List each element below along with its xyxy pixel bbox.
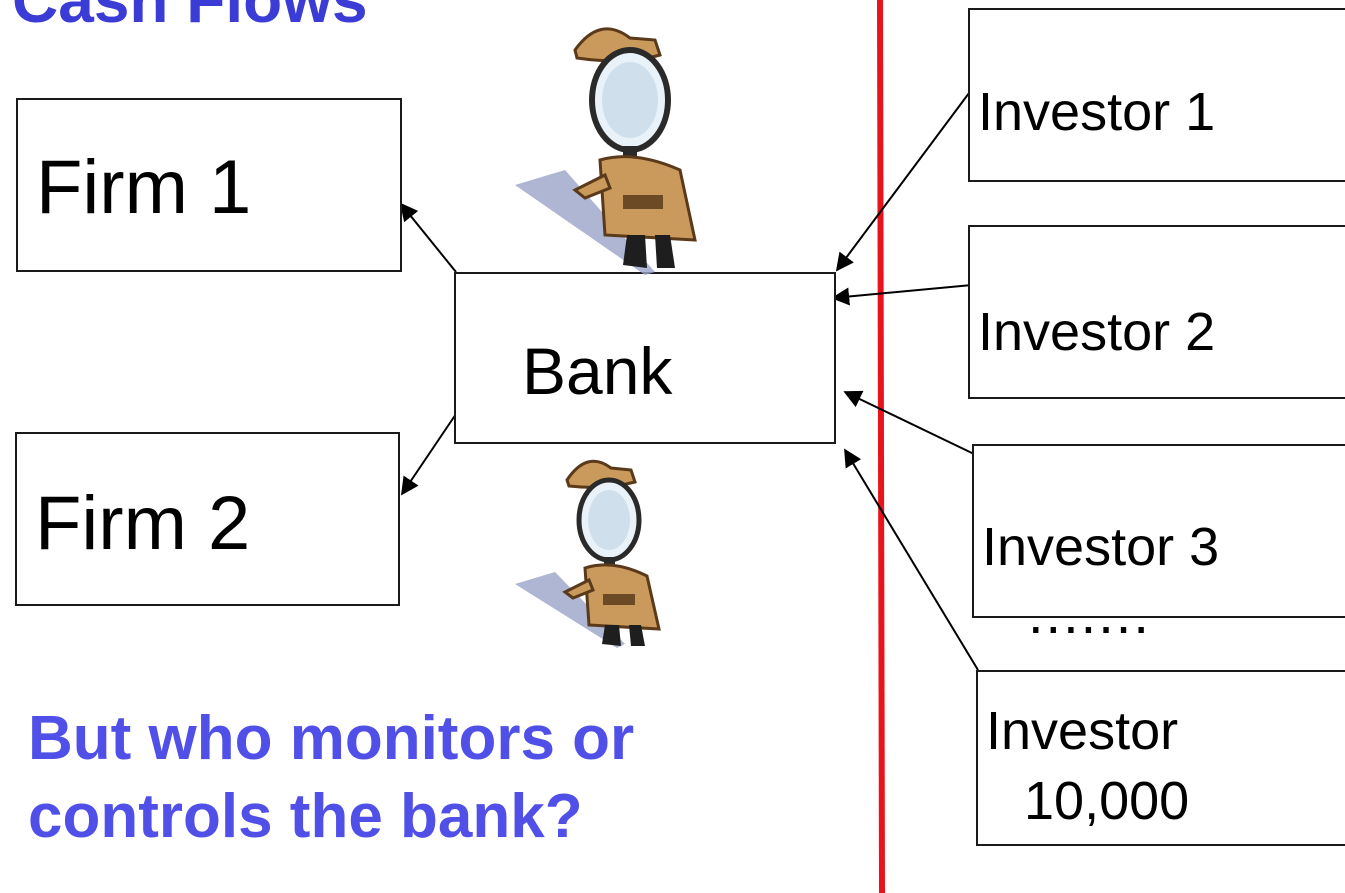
investor-3-box: Investor 3 (972, 444, 1345, 618)
firm-1-box: Firm 1 (16, 98, 402, 272)
arrow-investor10000-to-bank (844, 448, 979, 671)
slide-title: Cash Flows (12, 0, 368, 36)
firm-1-label: Firm 1 (36, 145, 252, 230)
investor-10000-box: Investor 10,000 (976, 670, 1345, 846)
bank-label: Bank (522, 334, 673, 408)
divider-line (877, 0, 885, 893)
ellipsis: ....... (1028, 582, 1151, 645)
arrow-investor1-to-bank (835, 84, 976, 272)
investor-1-box: Investor 1 (968, 8, 1345, 182)
firm-2-label: Firm 2 (35, 481, 251, 566)
investor-2-box: Investor 2 (968, 225, 1345, 399)
arrow-bank-to-firm2 (400, 413, 457, 496)
investor-10000-label-line2: 10,000 (1024, 771, 1190, 831)
arrow-bank-to-firm1 (399, 202, 457, 273)
arrow-investor3-to-bank (843, 390, 975, 455)
investor-2-label: Investor 2 (978, 302, 1216, 362)
investor-3-label: Investor 3 (982, 517, 1220, 577)
investor-10000-label-line1: Investor (986, 701, 1179, 761)
bank-box: Bank (454, 272, 836, 444)
question-text: But who monitors or controls the bank? (28, 704, 635, 851)
detective-icon (515, 27, 697, 275)
firm-2-box: Firm 2 (15, 432, 400, 606)
investor-1-label: Investor 1 (978, 82, 1216, 142)
arrow-investor2-to-bank (831, 284, 973, 306)
detective-icon (515, 459, 661, 648)
